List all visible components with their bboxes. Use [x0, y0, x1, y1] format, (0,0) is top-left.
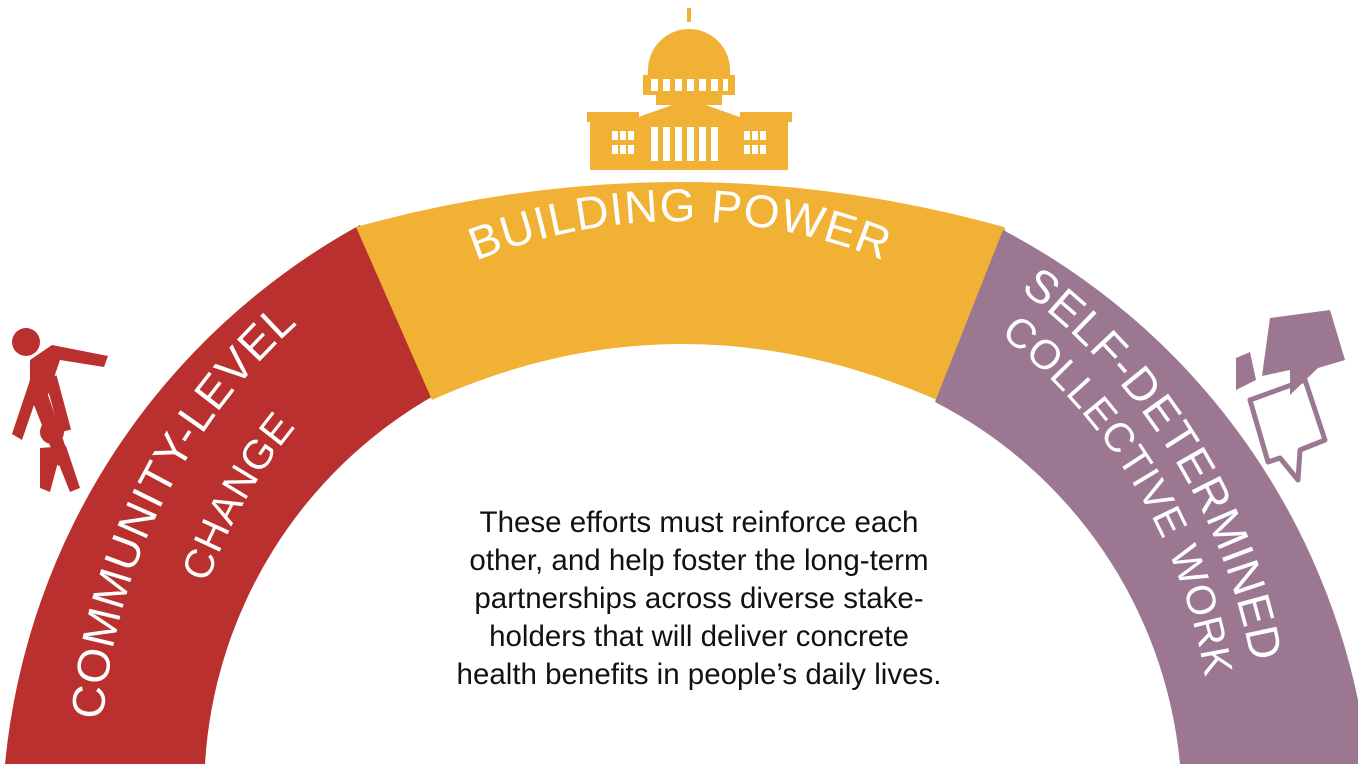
description-text: These efforts must reinforce each other,… — [389, 504, 1009, 694]
segment-self-determined-collective-work — [935, 230, 1358, 764]
description-line: These efforts must reinforce each — [479, 506, 919, 539]
segment-community-level-change — [0, 225, 435, 764]
description-line: other, and help foster the long-term — [469, 544, 929, 577]
capitol-building-icon — [587, 8, 792, 170]
description-line: partnerships across diverse stake- — [474, 582, 924, 615]
description-line: health benefits in people’s daily lives. — [456, 658, 942, 691]
segment-building-power — [356, 182, 1010, 400]
description-line: holders that will deliver concrete — [489, 620, 909, 653]
speech-bubbles-icon — [1236, 310, 1345, 483]
people-walking-icon — [12, 328, 108, 492]
